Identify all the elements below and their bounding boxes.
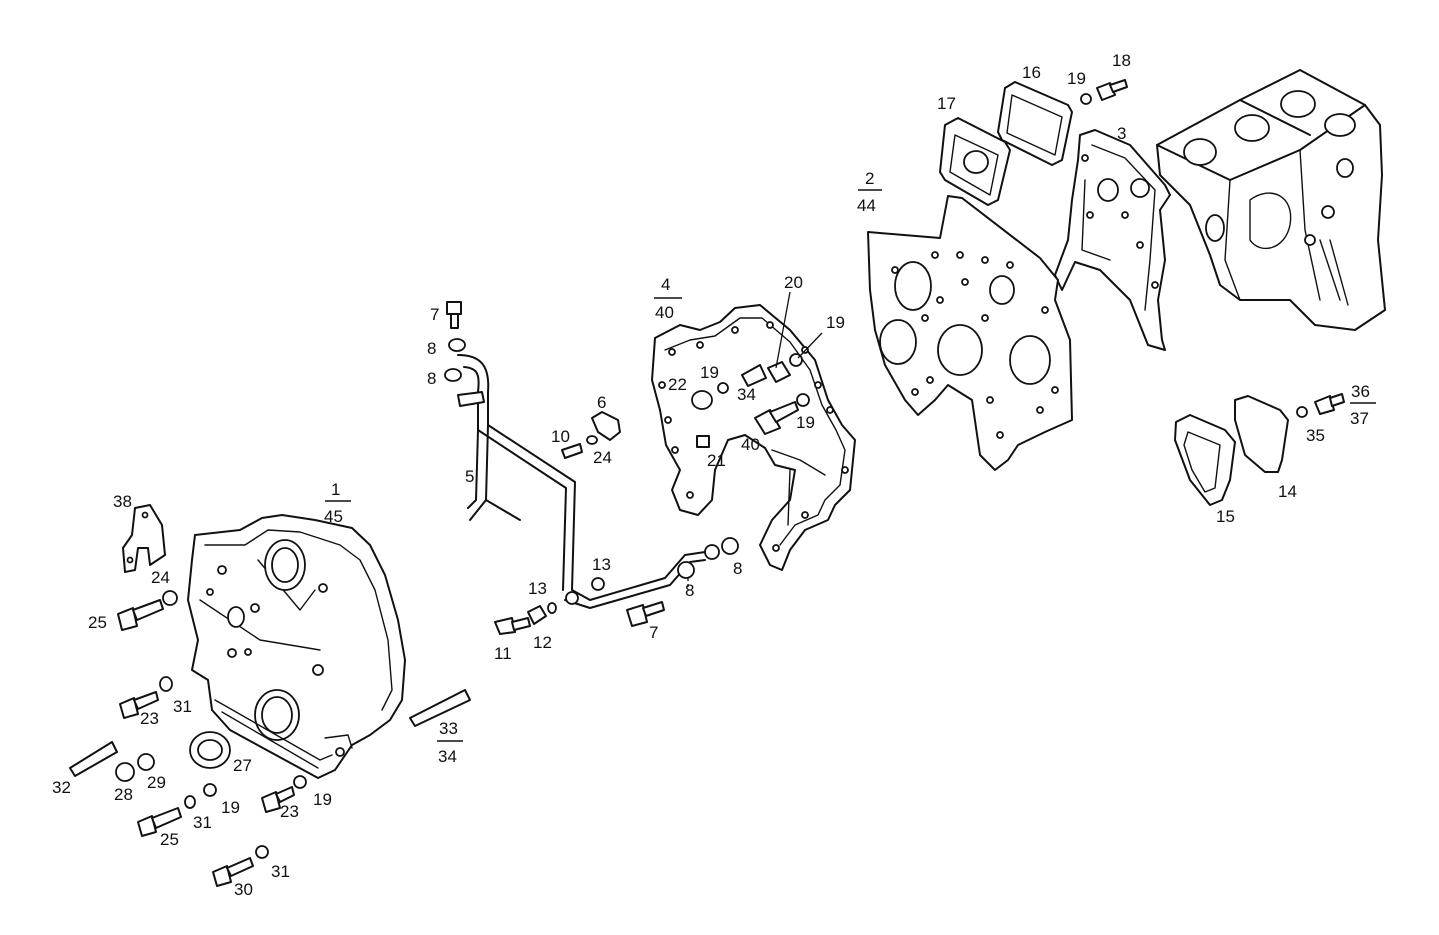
callout-10: 10 [551,427,570,446]
callout-28: 28 [114,785,133,804]
callout-40-bolt: 40 [741,435,760,454]
callout-20: 20 [784,273,803,292]
callout-2: 2 [865,169,874,188]
callout-27: 27 [233,756,252,775]
oil-pipe-5 [457,354,706,609]
callout-8-d: 8 [733,559,742,578]
callout-24-a: 24 [151,568,170,587]
callout-19-cover-b: 19 [826,313,845,332]
callout-8-c: 8 [685,581,694,600]
callout-8-b: 8 [427,369,436,388]
callout-45: 45 [324,507,343,526]
callout-13-a: 13 [592,555,611,574]
cover-14 [1234,395,1289,473]
timing-cover-4 [651,304,856,571]
bracket-38 [122,504,166,573]
callout-18: 18 [1112,51,1131,70]
callout-7-bottom: 7 [649,623,658,642]
callout-15: 15 [1216,507,1235,526]
callout-36: 36 [1351,382,1370,401]
callout-31-c: 31 [271,862,290,881]
callout-23-b: 23 [280,802,299,821]
callout-31-a: 31 [173,697,192,716]
callout-17: 17 [937,94,956,113]
callout-4: 4 [661,275,670,294]
callout-25-b: 25 [160,830,179,849]
callout-29: 29 [147,773,166,792]
gasket-17 [939,117,1011,206]
callout-35: 35 [1306,426,1325,445]
callout-12: 12 [533,633,552,652]
callout-5: 5 [465,467,474,486]
callout-44: 44 [857,196,876,215]
callout-30: 30 [234,880,253,899]
callout-19-cover-c: 19 [796,413,815,432]
callout-labels: 1 45 2 44 3 4 40 5 6 7 7 8 8 8 8 10 11 1… [52,51,1370,899]
callout-33: 33 [439,719,458,738]
callout-11: 11 [494,644,512,663]
callout-34-cover: 34 [737,385,756,404]
callout-3: 3 [1117,124,1126,143]
callout-34-lower: 34 [438,747,457,766]
engine-block [1156,69,1386,331]
callout-8-a: 8 [427,339,436,358]
callout-19-cover-a: 19 [700,363,719,382]
callout-19-top: 19 [1067,69,1086,88]
callout-19-lower-a: 19 [221,798,240,817]
callout-7-top: 7 [430,305,439,324]
callout-21: 21 [707,451,726,470]
callout-22: 22 [668,375,687,394]
callout-23-a: 23 [140,709,159,728]
callout-13-b: 13 [528,579,547,598]
callout-32: 32 [52,778,71,797]
callout-40: 40 [655,303,674,322]
timing-plate-2 [867,195,1073,471]
gasket-15 [1174,414,1236,506]
callout-16: 16 [1022,63,1041,82]
callout-6: 6 [597,393,606,412]
callout-14: 14 [1278,482,1297,501]
callout-25-a: 25 [88,613,107,632]
callout-1: 1 [331,480,340,499]
small-hardware [69,79,1345,887]
callout-38: 38 [113,492,132,511]
leader-lines [687,291,823,590]
callout-31-b: 31 [193,813,212,832]
cover-plate-16 [997,81,1073,166]
fraction-bars [325,189,1376,742]
rear-gasket-3 [1054,129,1171,351]
callout-37: 37 [1350,409,1369,428]
front-cover-1 [187,514,406,779]
callout-24-b: 24 [593,448,612,467]
callout-19-lower-b: 19 [313,790,332,809]
